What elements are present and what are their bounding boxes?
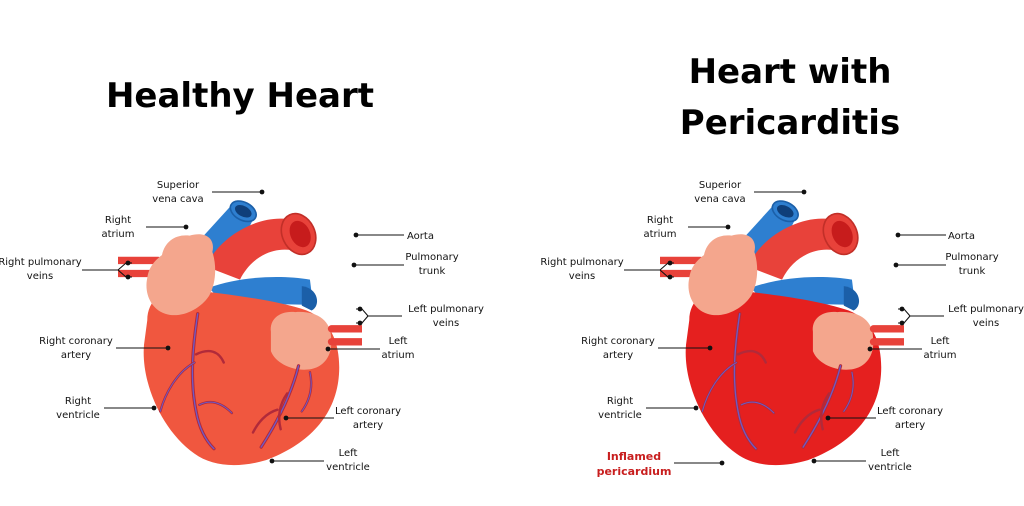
- svg-text:Superior: Superior: [699, 180, 742, 191]
- pericarditis-title-line-2: Pericarditis: [680, 103, 900, 143]
- svg-text:ventricle: ventricle: [598, 410, 642, 421]
- svg-text:Right: Right: [105, 215, 131, 226]
- svg-text:veins: veins: [569, 271, 595, 282]
- svg-text:Left pulmonary: Left pulmonary: [948, 304, 1024, 315]
- svg-text:Right pulmonary: Right pulmonary: [540, 257, 623, 268]
- svg-text:artery: artery: [895, 420, 925, 431]
- svg-text:veins: veins: [433, 318, 459, 329]
- label-left-coronary-artery: Left coronary artery: [283, 406, 401, 431]
- label-aorta: Aorta: [353, 231, 434, 242]
- svg-text:Right coronary: Right coronary: [581, 336, 655, 347]
- svg-text:veins: veins: [27, 271, 53, 282]
- svg-text:Left: Left: [339, 448, 358, 459]
- svg-text:Left pulmonary: Left pulmonary: [408, 304, 484, 315]
- svg-text:Right: Right: [607, 396, 633, 407]
- svg-text:ventricle: ventricle: [868, 462, 912, 473]
- label-right-atrium-r: Right atrium: [643, 215, 731, 240]
- label-left-coronary-artery-r: Left coronary artery: [825, 406, 943, 431]
- svg-text:artery: artery: [61, 350, 91, 361]
- label-right-atrium: Right atrium: [101, 215, 189, 240]
- label-right-ventricle: Right ventricle: [56, 396, 157, 421]
- svg-text:atrium: atrium: [381, 350, 414, 361]
- svg-text:Left: Left: [931, 336, 950, 347]
- svg-text:Superior: Superior: [157, 180, 200, 191]
- label-inflamed-pericardium: Inflamed pericardium: [597, 450, 725, 478]
- pericarditis-title-line-1: Heart with: [689, 52, 892, 92]
- svg-text:atrium: atrium: [643, 229, 676, 240]
- label-left-ventricle-r: Left ventricle: [811, 448, 912, 473]
- svg-text:vena cava: vena cava: [152, 194, 203, 205]
- inflamed-heart-illustration: [660, 195, 904, 467]
- svg-text:ventricle: ventricle: [56, 410, 100, 421]
- svg-text:trunk: trunk: [419, 266, 446, 277]
- label-pulmonary-trunk: Pulmonary trunk: [351, 252, 459, 277]
- label-right-ventricle-r: Right ventricle: [598, 396, 699, 421]
- healthy-heart-panel: Healthy Heart Superior vena cava Right a…: [0, 76, 484, 473]
- svg-text:Right: Right: [65, 396, 91, 407]
- svg-text:Left: Left: [881, 448, 900, 459]
- healthy-heart-illustration: [118, 195, 362, 467]
- svg-text:Left coronary: Left coronary: [335, 406, 401, 417]
- healthy-heart-title: Healthy Heart: [106, 76, 374, 116]
- pericarditis-heart-panel: Heart with Pericarditis Superior vena ca…: [540, 52, 1024, 478]
- label-left-ventricle: Left ventricle: [269, 448, 370, 473]
- svg-text:pericardium: pericardium: [597, 465, 672, 478]
- label-left-pulmonary-veins-r: Left pulmonary veins: [898, 304, 1024, 329]
- svg-text:veins: veins: [973, 318, 999, 329]
- svg-text:Left: Left: [389, 336, 408, 347]
- label-right-pulmonary-veins: Right pulmonary veins: [0, 257, 132, 282]
- svg-text:Right coronary: Right coronary: [39, 336, 113, 347]
- svg-text:atrium: atrium: [923, 350, 956, 361]
- svg-text:atrium: atrium: [101, 229, 134, 240]
- svg-text:Right pulmonary: Right pulmonary: [0, 257, 82, 268]
- svg-text:artery: artery: [603, 350, 633, 361]
- label-left-atrium-r: Left atrium: [867, 336, 957, 361]
- svg-text:Left coronary: Left coronary: [877, 406, 943, 417]
- label-aorta-r: Aorta: [895, 231, 975, 242]
- label-superior-vena-cava: Superior vena cava: [152, 180, 265, 205]
- label-pulmonary-trunk-r: Pulmonary trunk: [893, 252, 999, 277]
- svg-text:ventricle: ventricle: [326, 462, 370, 473]
- svg-text:trunk: trunk: [959, 266, 986, 277]
- svg-text:Pulmonary: Pulmonary: [945, 252, 998, 263]
- svg-text:Inflamed: Inflamed: [607, 450, 661, 463]
- label-superior-vena-cava-r: Superior vena cava: [694, 180, 807, 205]
- label-right-coronary-artery-r: Right coronary artery: [581, 336, 713, 361]
- svg-text:artery: artery: [353, 420, 383, 431]
- svg-text:Aorta: Aorta: [407, 231, 434, 242]
- label-left-atrium: Left atrium: [325, 336, 415, 361]
- svg-text:Right: Right: [647, 215, 673, 226]
- label-left-pulmonary-veins: Left pulmonary veins: [356, 304, 484, 329]
- label-right-pulmonary-veins-r: Right pulmonary veins: [540, 257, 674, 282]
- svg-text:Aorta: Aorta: [948, 231, 975, 242]
- label-right-coronary-artery: Right coronary artery: [39, 336, 171, 361]
- svg-text:Pulmonary: Pulmonary: [405, 252, 458, 263]
- svg-text:vena cava: vena cava: [694, 194, 745, 205]
